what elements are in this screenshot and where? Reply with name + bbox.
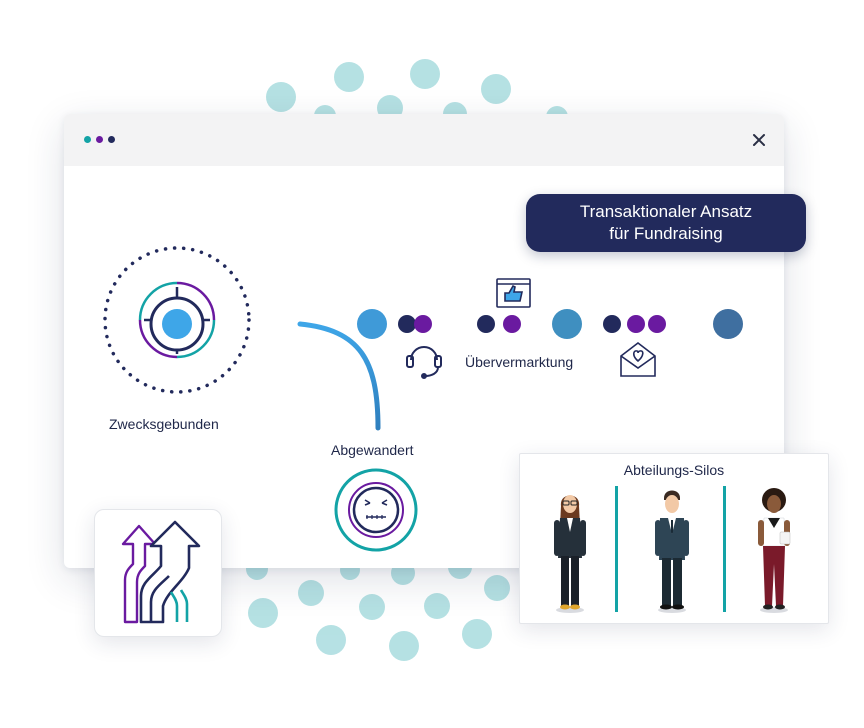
titlebar-dot-navy (108, 136, 115, 143)
churn-label: Abgewandert (331, 442, 414, 458)
diverging-arrows-card (94, 509, 222, 637)
window-titlebar (64, 114, 784, 166)
department-silos-card: Abteilungs-Silos (519, 453, 829, 624)
mail-heart-icon (620, 341, 656, 377)
woman-with-glasses-illustration (554, 495, 586, 613)
journey-nodes (357, 309, 743, 339)
sad-face-icon (334, 468, 418, 552)
titlebar-dot-teal (84, 136, 91, 143)
woman-with-curly-hair-illustration (758, 488, 791, 613)
close-icon (753, 134, 765, 146)
over-marketing-label: Übervermarktung (465, 354, 574, 370)
thumbs-up-icon (496, 278, 531, 308)
badge-line-2: für Fundraising (609, 224, 723, 243)
badge-line-1: Transaktionaler Ansatz (579, 202, 753, 221)
start-label: Zwecksgebunden (109, 416, 219, 432)
man-in-suit-illustration (655, 490, 689, 613)
close-button[interactable] (748, 129, 770, 151)
target-icon (103, 246, 251, 394)
silo-divider-left (615, 486, 618, 612)
headset-icon (406, 346, 442, 379)
churn-curve (297, 321, 381, 431)
transactional-approach-badge: Transaktionaler Ansatz für Fundraising (526, 194, 806, 252)
silo-divider-right (723, 486, 726, 612)
diverging-arrows-icon (121, 520, 201, 624)
silos-title: Abteilungs-Silos (623, 462, 725, 478)
titlebar-dot-purple (96, 136, 103, 143)
